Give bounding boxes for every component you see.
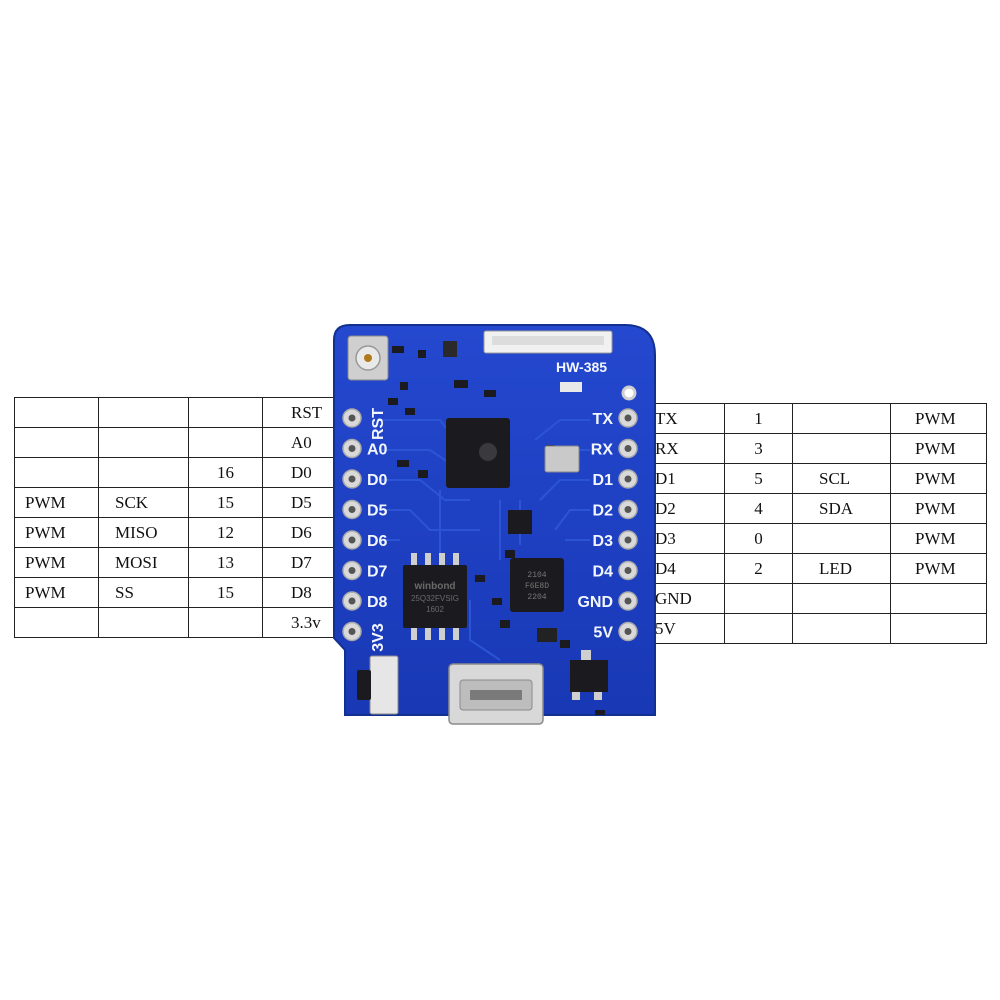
right-table-cell (792, 433, 891, 464)
left-table-cell: SS (98, 577, 189, 608)
right-table-cell: 0 (724, 523, 793, 554)
left-table-cell (188, 427, 263, 458)
left-pin-label: D6 (367, 533, 388, 550)
left-pin-pad-hole (348, 445, 356, 452)
right-pin-pad-hole (624, 414, 632, 422)
flash-chip-part: 25Q32FVSIG (411, 594, 459, 603)
left-table-cell (14, 607, 99, 638)
left-table-row: 3.3v (14, 607, 335, 638)
left-pin-pad-hole (348, 506, 356, 513)
usb-chip-line-1: 2104 (527, 571, 546, 580)
right-pin-pad-hole (624, 445, 632, 452)
right-table-cell (792, 613, 891, 644)
right-pin-pad-hole (624, 536, 632, 544)
left-pin-pad-hole (348, 567, 356, 574)
left-pin-pad-hole (348, 475, 356, 483)
flash-chip: winbond 25Q32FVSIG 1602 (403, 553, 467, 640)
right-table-cell: PWM (890, 433, 987, 464)
left-pin-pad-hole (348, 597, 356, 605)
left-table-cell: D5 (262, 487, 335, 518)
right-table-cell: PWM (890, 463, 987, 494)
left-pin-label: D7 (367, 564, 388, 581)
left-pin-label: D8 (367, 594, 388, 611)
right-pin-label: GND (577, 594, 613, 611)
left-table-cell: MISO (98, 517, 189, 548)
left-pin-label: A0 (367, 442, 388, 459)
right-table-cell: D3 (644, 523, 725, 554)
right-table-row: 5V (644, 613, 987, 644)
esp8266-chip (446, 418, 510, 488)
left-table-cell: PWM (14, 547, 99, 578)
left-table-cell: D6 (262, 517, 335, 548)
left-table-cell (98, 427, 189, 458)
micro-usb-port (448, 663, 544, 725)
right-table-cell: 5V (644, 613, 725, 644)
voltage-regulator (570, 650, 608, 700)
right-table-cell: D4 (644, 553, 725, 584)
right-pin-label: RX (591, 442, 614, 459)
board-model-label: HW-385 (556, 359, 607, 375)
right-pin-pad-hole (624, 628, 632, 635)
left-table-cell (14, 427, 99, 458)
right-pin-label: D1 (593, 472, 614, 489)
left-pin-pad-hole (348, 628, 356, 635)
usb-serial-chip: 2104 F6E8D 2204 (510, 558, 564, 612)
small-ic (508, 510, 532, 534)
right-table-cell (890, 613, 987, 644)
left-pin-pad-hole (348, 536, 356, 544)
crystal-oscillator (544, 445, 580, 473)
flash-chip-date: 1602 (426, 605, 444, 614)
left-pin-label: 3V3 (370, 623, 387, 652)
left-table-cell: D8 (262, 577, 335, 608)
right-pin-pad-hole (624, 597, 632, 605)
right-pin-label: D2 (593, 503, 614, 520)
left-table-cell: 3.3v (262, 607, 335, 638)
right-table-cell: LED (792, 553, 891, 584)
right-pin-pad-hole (624, 567, 632, 574)
right-table-cell (792, 403, 891, 434)
usb-chip-line-3: 2204 (527, 593, 546, 602)
left-table-cell (188, 397, 263, 428)
left-table-cell: 15 (188, 487, 263, 518)
left-pin-pad-hole (348, 414, 356, 422)
antenna-connector (347, 335, 389, 381)
left-table-cell: A0 (262, 427, 335, 458)
right-table-cell: 5 (724, 463, 793, 494)
right-table-row: GND (644, 583, 987, 614)
right-table-cell: 3 (724, 433, 793, 464)
battery-connector (483, 330, 613, 354)
right-table-cell: 4 (724, 493, 793, 524)
right-pin-pad-hole (624, 506, 632, 513)
usb-chip-line-2: F6E8D (525, 582, 549, 591)
left-table-row: A0 (14, 427, 335, 458)
left-table-cell (188, 607, 263, 638)
left-pin-label: D0 (367, 472, 388, 489)
flash-chip-brand: winbond (413, 581, 455, 592)
right-pin-label: D3 (593, 533, 614, 550)
mounting-hole (621, 385, 637, 401)
left-table-cell (98, 607, 189, 638)
right-pin-label: D4 (593, 564, 614, 581)
right-pin-label: 5V (593, 625, 613, 642)
right-pin-label: TX (593, 411, 614, 428)
left-pin-label: RST (370, 408, 387, 440)
right-table-cell (724, 613, 793, 644)
left-table-cell: D7 (262, 547, 335, 578)
left-pin-label: D5 (367, 503, 388, 520)
left-table-cell: D0 (262, 457, 335, 488)
right-table-cell (890, 583, 987, 614)
right-pin-pad-hole (624, 475, 632, 483)
reset-button (357, 655, 399, 715)
